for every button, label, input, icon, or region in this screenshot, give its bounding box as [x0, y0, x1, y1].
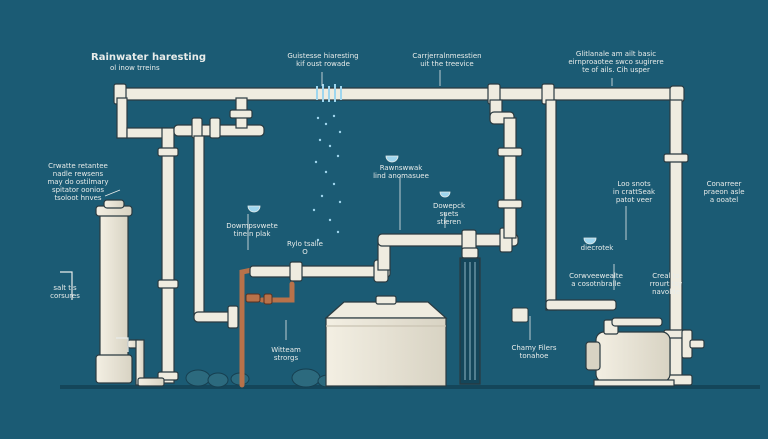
droplet-icons — [247, 155, 597, 245]
label-top-center: Guistesse hiaresting kif oust rowade — [287, 52, 359, 68]
leader-lines — [104, 70, 627, 340]
storage-tank — [324, 295, 448, 387]
label-right-note-1: Loo snots in crattSeak patot veer — [612, 180, 656, 204]
diagram-title: Rainwater haresting — [91, 52, 206, 63]
left-downpipes — [116, 97, 265, 384]
label-rye-stalle: Rylo tsalle O — [287, 240, 323, 256]
right-riser-pipe — [545, 99, 693, 386]
filter-column — [459, 247, 481, 385]
copper-pipes — [239, 267, 295, 388]
label-creal: Creal to rrourt tsy navolde — [649, 272, 683, 296]
label-top-mid: Carrjerralnmesstien uit the treevice — [412, 52, 482, 68]
valve-box — [511, 307, 529, 323]
center-downpipe — [489, 99, 523, 239]
label-left-small: salt tis corsures — [50, 284, 80, 300]
copper-fittings — [245, 293, 273, 305]
label-rain-sensor: Rawnswwak lind anomasuee — [373, 164, 429, 180]
label-convewealte: Corwveewealte a cosotnbralle — [569, 272, 623, 288]
label-downspout: Dowmpsvwete tinein plak — [226, 222, 278, 238]
first-flush-filter — [95, 199, 165, 387]
label-witteam: Witteam strorgs — [271, 346, 301, 362]
top-main-pipe — [113, 83, 685, 105]
left-faucet — [60, 271, 129, 352]
label-diecrotek: diecrotek — [580, 244, 614, 252]
label-left-note: Crwatte retantee nadle rewsens may do os… — [47, 162, 109, 202]
rain-drops — [312, 84, 342, 242]
label-downspout-2: Dowepck suets stieren — [432, 202, 466, 226]
label-chemy-filters: Chamy Filers tonahoe — [511, 344, 557, 360]
label-top-right: Glitlanale am ailt basic eirnproaotee sw… — [568, 50, 664, 74]
label-right-note-2: Conarreer praeon asle a ooatel — [703, 180, 745, 204]
pump-unit — [585, 317, 705, 387]
diagram-subtitle: ol inow trreins — [110, 64, 160, 72]
